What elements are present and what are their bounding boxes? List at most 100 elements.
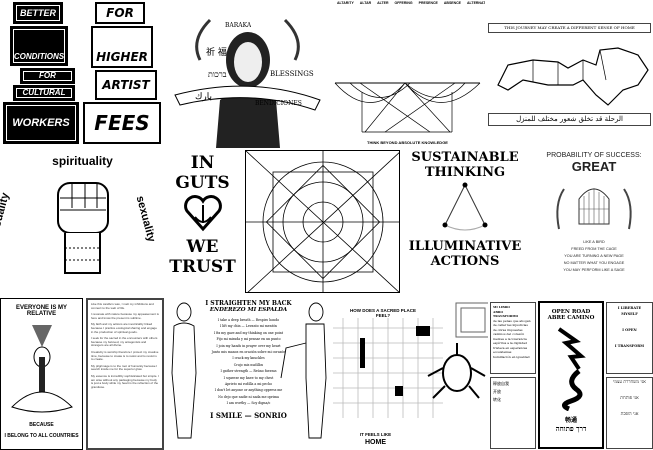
arch-diagram [334, 82, 481, 133]
heading: I TRANSFORM [614, 344, 645, 348]
label: SUSTAINABLE [411, 150, 519, 165]
text-line: de callar las injusticias [493, 323, 528, 327]
street-map-illustration [333, 302, 488, 418]
hebrew-line: אני משחררת עצמי [613, 380, 646, 385]
bottom-label: I BELONG TO ALL COUNTRIES [4, 433, 79, 439]
instruction-line: No dejo que nadie ni nada me oprima [218, 394, 279, 399]
poster-open-road: OPEN ROAD ABRE CAMINO 畅通 דרך פתוחה [538, 301, 604, 449]
text-line: mentes a la tolerancia [493, 336, 527, 341]
hebrew-label: ברכות [208, 70, 227, 79]
footer-small: IT FEELS LIKE [359, 432, 392, 437]
instruction-line: Junto mis manos en oración sobre mi cora… [211, 350, 286, 355]
poster-liberate: I LIBERATE MYSELF I OPEN I TRANSFORM אני מ… [606, 302, 653, 450]
meditation-figure-illustration [10, 325, 73, 413]
poem-line: LIKE A BIRD [583, 240, 605, 244]
heart-anchor-icon [183, 195, 222, 232]
arabic-label: بارك [195, 92, 213, 102]
subtitle: ENDEREZO MI ESPALDA [209, 307, 288, 313]
label: HIGHER [91, 26, 153, 68]
instruction-line: I crack my knuckles [232, 356, 265, 361]
heading: MI LIBRO [493, 305, 510, 309]
text-line: humillación en igualdad [493, 354, 530, 359]
label: THINKING [424, 165, 506, 180]
caption: THINK BEYOND ABSOLUTE KNOWLEDGE [367, 140, 448, 145]
poster-artist-fees: FOR HIGHER ARTIST FEES [83, 0, 165, 148]
label: TRUST [169, 257, 236, 277]
figures-illustration [171, 302, 327, 439]
instruction-line: I lift my chin — Levanto mi mentón [220, 324, 277, 329]
poster-better-conditions: BETTER CONDITIONS FOR CULTURAL WORKERS [0, 0, 82, 148]
title: OPEN ROAD [551, 309, 591, 315]
label: ILLUMINATIVE [408, 239, 522, 254]
birdcage-illustration [556, 188, 632, 230]
because-label: BECAUSE [29, 422, 54, 428]
title: I STRAIGHTEN MY BACK [205, 300, 292, 307]
paragraph: I seek for the sacred in the encounters … [91, 336, 158, 348]
text-line: espíritus a la dignidad [493, 341, 527, 345]
bendiciones-label: BENDICIONES [255, 100, 302, 107]
instruction-line: I take a deep breath — Respiro hondo [217, 318, 280, 322]
hebrew-line: אני הופכת [620, 412, 639, 417]
text-line: de obras impuestas [493, 327, 523, 332]
heading: TRANSFORMO [493, 314, 519, 318]
label: ARTIST [95, 70, 157, 100]
chinese-label: 祈 福 [206, 48, 227, 58]
instruction-line: Fijo mi mirada y mi pensar en un punto [216, 337, 281, 342]
text-line: de las penas que ahogan [493, 318, 531, 323]
chinese-line: 开放 [493, 389, 501, 394]
fist-icon [57, 182, 109, 274]
paragraph: I resonate with nature because my appeas… [91, 312, 159, 320]
poster-manifesto-text: Like this candle's wax, I melt my inhibi… [86, 298, 164, 450]
label: WORKERS [3, 102, 79, 144]
heading: I LIBERATE MYSELF [617, 306, 642, 316]
text-line: tristeza en esperanzas [493, 345, 528, 350]
poster-in-guts-we-trust: IN GUTS WE TRUST [165, 148, 240, 295]
diagram-word: ALTER [377, 1, 389, 5]
poem-line: YOU MAY PERFORM LIKE A SAGE [563, 268, 625, 272]
label: FOR [95, 2, 145, 24]
portrait-illustration [174, 18, 321, 148]
instruction-line: I gather strength — Reúno fuerzas [220, 369, 277, 374]
label: BETTER [13, 2, 63, 24]
chinese-line: 转化 [493, 397, 501, 402]
poster-geometric-pattern [245, 150, 400, 293]
label: FEES [83, 102, 161, 144]
label: IN [190, 153, 215, 173]
poster-journey: THIS JOURNEY MAY CREATE A DIFFERENT SENS… [488, 15, 653, 130]
blessings-label: BLESSINGS [270, 70, 314, 78]
diagram-word: PRESENCE [418, 1, 438, 5]
diagram-word: OFFERING [394, 1, 413, 5]
top-label: EVERYONE IS MY RELATIVE [15, 305, 68, 317]
text-line: caminos del corazón [493, 332, 525, 336]
label: CULTURAL [13, 85, 75, 101]
poster-sustainable-thinking: SUSTAINABLE THINKING ILLUMINATIVE ACTION… [405, 150, 525, 295]
poem-line: YOU ARE TURNING A NEW PAGE [564, 254, 624, 258]
text-line: ecosistemas [493, 350, 512, 354]
label: FOR [20, 68, 75, 84]
label: ACTIONS [430, 254, 500, 269]
title: PROBABILITY OF SUCCESS: [546, 152, 642, 159]
instruction-line: Aprieto mi rodilla a mi pecho [224, 382, 273, 387]
poem-line: FREED FROM THE CAGE [571, 247, 617, 251]
instruction-line: I squeeze my knee to my chest [223, 375, 274, 380]
title: THIS JOURNEY MAY CREATE A DIFFERENT SENS… [488, 23, 651, 33]
instruction-line: I fix my gaze and my thinking on one poi… [213, 330, 284, 335]
map-illustration [497, 47, 649, 106]
label: CONDITIONS [10, 26, 68, 66]
instruction-line: Crujo mis nudillos [233, 362, 264, 367]
paragraph: Like this candle's wax, I melt my inhibi… [91, 302, 154, 310]
paragraph: My essence is incredibly sophisticated b… [91, 373, 159, 389]
paragraph: My faith and my actions are inextricably… [91, 322, 157, 334]
hebrew-line: אני פותחת [620, 396, 639, 401]
footer: I SMILE — SONRIO [210, 410, 287, 420]
paragraph: My pilgrimage is to the root of humanity… [91, 363, 158, 372]
geometric-pattern-illustration [246, 151, 399, 292]
lightning-snake-icon [557, 327, 586, 412]
instruction-line: I join my hands in prayer over my heart [216, 343, 281, 348]
footer: HOME [365, 439, 386, 446]
diagram-word: ALTARITY [337, 1, 354, 5]
heading: I OPEN [622, 328, 637, 332]
triangle-diagram [442, 182, 488, 231]
hebrew-label: דרך פתוחה [555, 424, 587, 433]
